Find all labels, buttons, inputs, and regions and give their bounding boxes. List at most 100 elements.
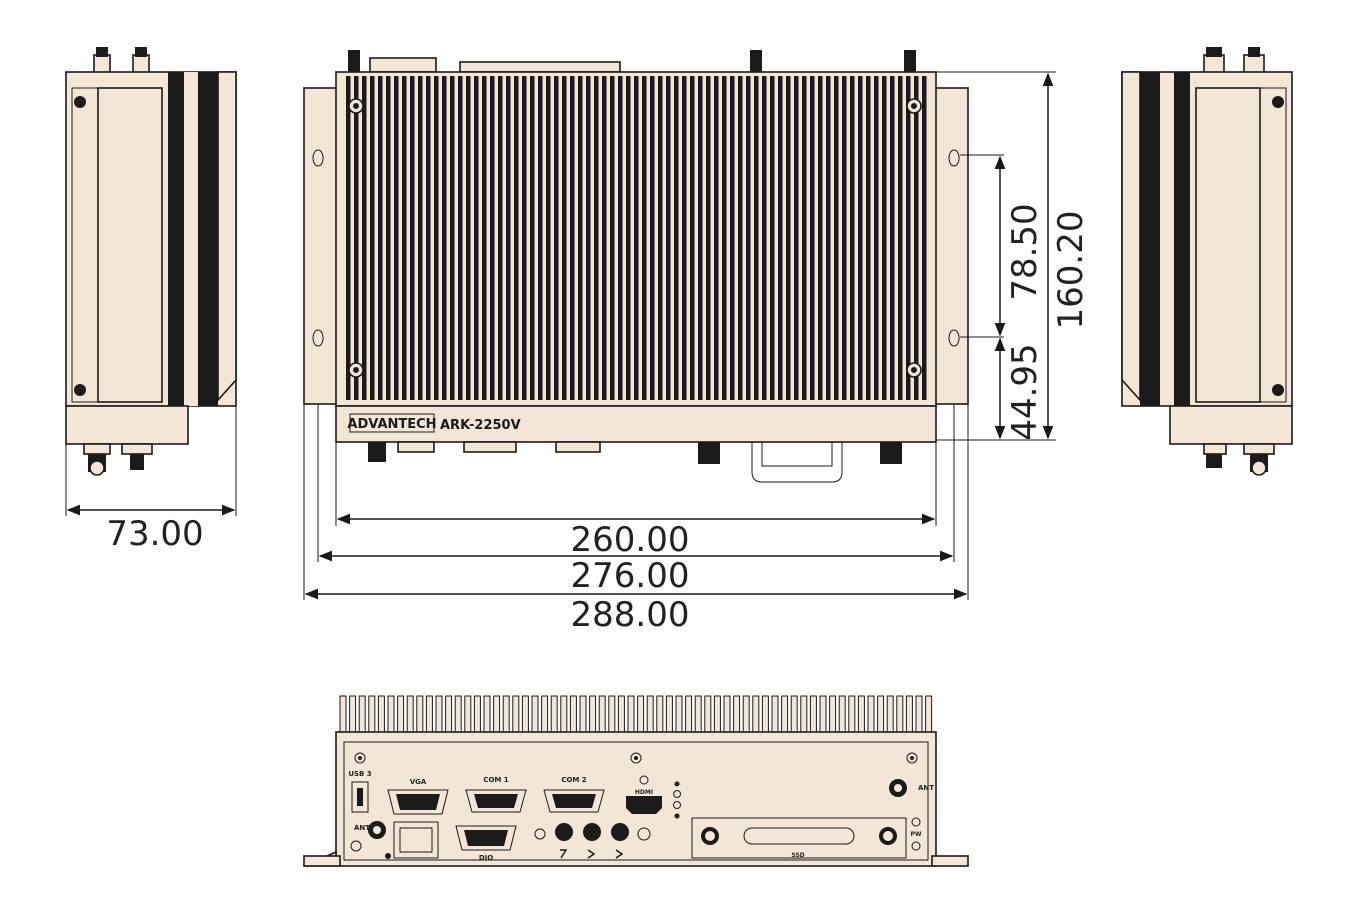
heatsink-fin	[406, 695, 414, 733]
left-heatsink-stripe-1	[168, 72, 184, 406]
heatsink-fin	[550, 695, 558, 733]
heatsink-fin	[761, 695, 769, 733]
heatsink-fin	[742, 695, 750, 733]
ssd-handle[interactable]	[743, 827, 855, 845]
screw-icon	[1272, 384, 1284, 396]
side-width-label: 73.00	[106, 514, 203, 554]
heatsink-fin	[733, 695, 741, 733]
heatsink-fin	[610, 76, 615, 400]
hdmi-port[interactable]	[626, 796, 662, 814]
heatsink-fin	[416, 695, 424, 733]
dio-port-label: DIO	[479, 854, 493, 862]
line-out-icon	[587, 849, 596, 859]
heatsink-fin	[762, 76, 767, 400]
heatsink-fin	[579, 695, 587, 733]
heatsink-fin	[594, 76, 599, 400]
heatsink-fin	[589, 695, 597, 733]
heatsink-fin	[834, 76, 839, 400]
heatsink-fin	[346, 76, 351, 400]
heatsink-fin	[454, 695, 462, 733]
heatsink-fin	[482, 76, 487, 400]
heatsink-fin	[586, 76, 591, 400]
mid-width-label: 276.00	[571, 556, 690, 596]
ssd-bay[interactable]	[691, 817, 907, 859]
left-side-view: 73.00	[65, 47, 237, 554]
heatsink-fin	[819, 695, 827, 733]
audio-jack-1[interactable]	[555, 823, 573, 841]
heatsink-fin	[770, 76, 775, 400]
heatsink-fin	[426, 76, 431, 400]
outer-width-label: 288.00	[571, 595, 690, 635]
heatsink-fin	[914, 76, 919, 400]
heatsink-fin	[694, 695, 702, 733]
audio-jack-2[interactable]	[583, 823, 601, 841]
heatsink-fin	[569, 695, 577, 733]
heatsink-fin	[886, 695, 894, 733]
brand-logo	[349, 413, 435, 433]
heatsink-fin	[450, 76, 455, 400]
heatsink-fin	[690, 76, 695, 400]
heatsink-fin	[358, 695, 366, 733]
heatsink-fin	[704, 695, 712, 733]
hdmi-port-label: HDMI	[635, 789, 653, 796]
heatsink-fin	[598, 695, 606, 733]
heatsink-fin	[874, 76, 879, 400]
right-bottom-connectors	[1203, 443, 1275, 476]
heatsink-fin	[368, 695, 376, 733]
heatsink-fin	[370, 76, 375, 400]
heatsink-fin	[650, 76, 655, 400]
ant-left-label: ANT	[354, 824, 370, 832]
screw-icon	[74, 384, 86, 396]
total-height-label: 160.20	[1051, 211, 1091, 330]
inner-width-label: 260.00	[571, 520, 690, 560]
vga-port[interactable]	[387, 789, 449, 815]
heatsink-fin	[786, 76, 791, 400]
audio-jack-3[interactable]	[611, 823, 629, 841]
heatsink-fin	[386, 76, 391, 400]
left-bottom-connectors	[83, 443, 153, 476]
heatsink-fin	[617, 695, 625, 733]
heatsink-fin	[781, 695, 789, 733]
heatsink-fin	[560, 695, 568, 733]
heatsink-fin	[425, 695, 433, 733]
heatsink-fin	[512, 695, 520, 733]
heatsink-fin	[546, 76, 551, 400]
rear-right-foot	[931, 855, 969, 867]
heatsink-fin	[339, 695, 347, 733]
heatsink-fin	[905, 695, 913, 733]
heatsink-fin	[922, 76, 927, 400]
heatsink-fin	[578, 76, 583, 400]
heatsink-fin	[502, 695, 510, 733]
heatsink-fin	[637, 695, 645, 733]
heatsink-fin	[627, 695, 635, 733]
heatsink-fin	[877, 695, 885, 733]
power-button[interactable]	[911, 841, 921, 851]
ant-right-label: ANT	[918, 784, 934, 792]
com1-port[interactable]	[465, 789, 527, 813]
heatsink-fin	[730, 76, 735, 400]
heatsink-fin	[802, 76, 807, 400]
usb-port[interactable]	[351, 781, 369, 813]
heatsink-fin	[665, 695, 673, 733]
heatsink-fin	[493, 695, 501, 733]
dio-port[interactable]	[455, 825, 517, 851]
heatsink-fin	[682, 76, 687, 400]
heatsink-fin	[531, 695, 539, 733]
power-label: PW	[910, 831, 921, 838]
heatsink-fin	[857, 695, 865, 733]
heatsink-fin	[354, 76, 359, 400]
heatsink-fin	[848, 695, 856, 733]
heatsink-fin	[906, 76, 911, 400]
heatsink-fin	[434, 76, 439, 400]
heatsink-fin	[634, 76, 639, 400]
power-connector[interactable]	[393, 821, 439, 859]
heatsink-fin	[378, 76, 383, 400]
com2-port[interactable]	[543, 789, 605, 813]
heatsink-fin	[618, 76, 623, 400]
heatsink-fin	[521, 695, 529, 733]
heatsink-fin	[790, 695, 798, 733]
heatsink-fin	[435, 695, 443, 733]
hole-spacing-label: 78.50	[1005, 203, 1045, 300]
heatsink-fin	[464, 695, 472, 733]
heatsink-fin	[666, 76, 671, 400]
